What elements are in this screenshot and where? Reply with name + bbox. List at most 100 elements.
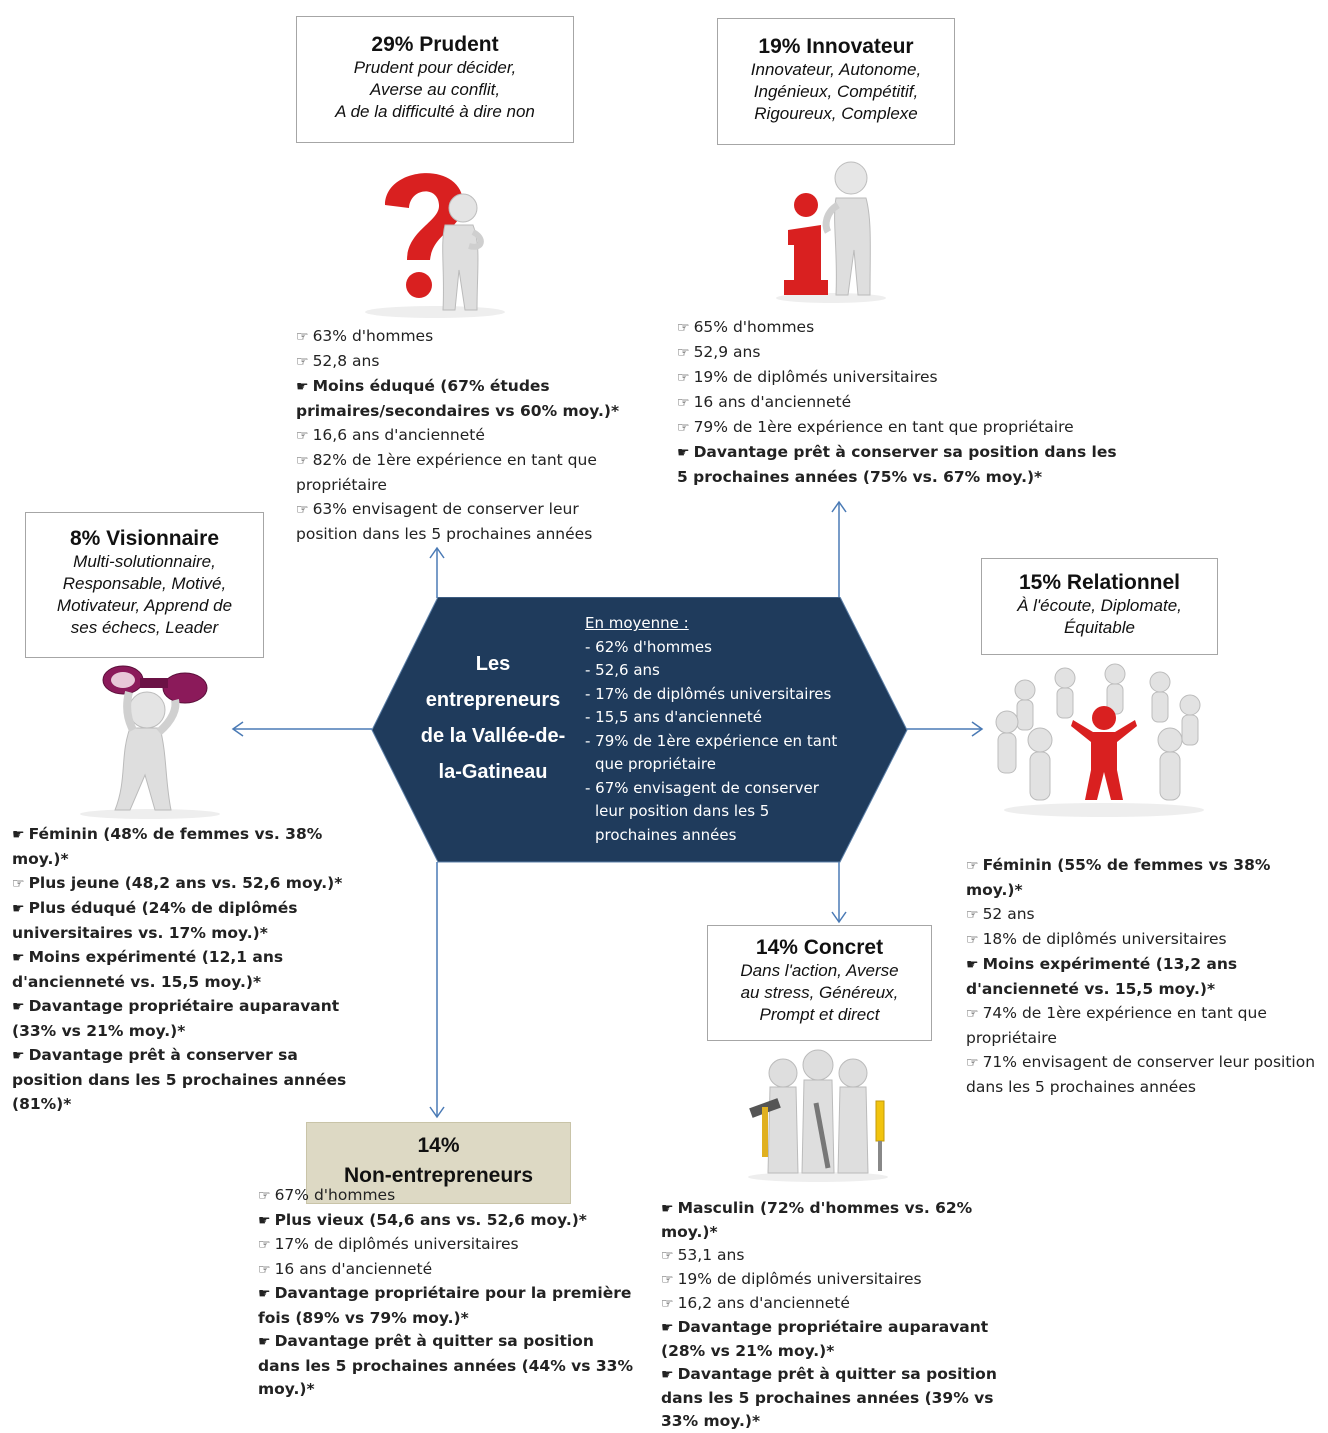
pointing-hand-icon: ☛ [12, 827, 25, 843]
pointing-hand-icon: ☛ [12, 901, 25, 917]
center-title-line: Les [475, 653, 511, 675]
center-average-line: - 67% envisagent de conserver [585, 778, 819, 797]
prudent-subtitle-line: Prudent pour décider, [353, 58, 517, 77]
innovateur-subtitle-line: Innovateur, Autonome, [750, 60, 922, 79]
list-item: ☞65% d'hommes [677, 318, 815, 336]
pointing-hand-icon: ☞ [661, 1296, 674, 1312]
pointing-hand-icon: ☞ [258, 1188, 271, 1204]
concret-list: ☛Masculin (72% d'hommes vs. 62% moy.)* ☞… [661, 1197, 1031, 1433]
list-item: ☛Davantage prêt à quitter sa position da… [661, 1365, 997, 1430]
relationnel-list: ☞Féminin (55% de femmes vs 38% moy.)* ☞5… [966, 853, 1326, 1099]
center-average-heading: En moyenne : [585, 614, 689, 632]
innovateur-list: ☞65% d'hommes ☞52,9 ans ☞19% de diplômés… [677, 315, 1117, 489]
concret-subtitle-line: Prompt et direct [759, 1005, 880, 1024]
visionnaire-box: 8% Visionnaire Multi-solutionnaire, Resp… [25, 512, 264, 658]
pointing-hand-icon: ☛ [296, 379, 309, 395]
relationnel-title: 15% Relationnel [1018, 571, 1181, 594]
list-item: ☛Moins expérimenté (12,1 ans d'anciennet… [12, 948, 284, 991]
list-item: ☞67% d'hommes [258, 1186, 396, 1204]
concret-box: 14% Concret Dans l'action, Averse au str… [707, 925, 932, 1041]
list-item: ☛Davantage propriétaire auparavant (28% … [661, 1318, 989, 1360]
center-title: Les entrepreneurs de la Vallée-de- la-Ga… [398, 646, 588, 790]
relationnel-box: 15% Relationnel À l'écoute, Diplomate, É… [981, 558, 1218, 655]
pointing-hand-icon: ☞ [296, 453, 309, 469]
pointing-hand-icon: ☛ [258, 1334, 271, 1350]
list-item: ☛Davantage prêt à conserver sa position … [677, 443, 1117, 486]
pointing-hand-icon: ☛ [12, 950, 25, 966]
info-figure-icon [776, 161, 886, 303]
pointing-hand-icon: ☞ [966, 858, 979, 874]
pointing-hand-icon: ☞ [677, 345, 690, 361]
visionnaire-subtitle-line: ses échecs, Leader [70, 618, 219, 637]
list-item: ☛Davantage prêt à quitter sa position da… [258, 1332, 633, 1398]
innovateur-title: 19% Innovateur [758, 35, 914, 58]
connector-arrows [231, 500, 984, 1119]
list-item: ☞18% de diplômés universitaires [966, 930, 1227, 948]
list-item: ☞53,1 ans [661, 1246, 745, 1264]
center-title-line: la-Gatineau [438, 761, 548, 783]
list-item: ☛Davantage propriétaire pour la première… [258, 1284, 632, 1327]
center-average-line: - 79% de 1ère expérience en tant [585, 731, 838, 750]
non-entrepreneurs-title-line: Non-entrepreneurs [343, 1164, 534, 1187]
prudent-box: 29% Prudent Prudent pour décider, Averse… [296, 16, 574, 143]
list-item: ☞16 ans d'ancienneté [258, 1259, 433, 1278]
non-entrepreneurs-list: ☞67% d'hommes ☛Plus vieux (54,6 ans vs. … [258, 1184, 638, 1402]
center-average-line: - 15,5 ans d'ancienneté [585, 708, 762, 726]
list-item: ☞52,9 ans [677, 343, 761, 361]
pointing-hand-icon: ☞ [296, 428, 309, 444]
list-item: ☛Moins éduqué (67% études primaires/seco… [296, 377, 620, 420]
pointing-hand-icon: ☞ [661, 1248, 674, 1264]
pointing-hand-icon: ☞ [661, 1272, 674, 1288]
list-item: ☞17% de diplômés universitaires [258, 1235, 519, 1253]
relationnel-subtitle-line: Équitable [1064, 618, 1135, 637]
list-item: ☞82% de 1ère expérience en tant que prop… [296, 451, 597, 494]
pointing-hand-icon: ☞ [966, 907, 979, 923]
center-average-line: - 62% d'hommes [585, 637, 712, 656]
prudent-title: 29% Prudent [371, 33, 499, 56]
list-item: ☞63% d'hommes [296, 327, 434, 345]
relationnel-subtitle-line: À l'écoute, Diplomate, [1017, 596, 1182, 615]
prudent-list: ☞63% d'hommes ☞52,8 ans ☛Moins éduqué (6… [296, 324, 626, 546]
list-item: ☞71% envisagent de conserver leur positi… [966, 1053, 1316, 1096]
center-average-line: - 17% de diplômés universitaires [585, 684, 832, 703]
list-item: ☞52,8 ans [296, 352, 380, 370]
list-item: ☞19% de diplômés universitaires [661, 1270, 922, 1288]
visionnaire-title: 8% Visionnaire [69, 527, 219, 550]
pointing-hand-icon: ☞ [296, 354, 309, 370]
list-item: ☞16 ans d'ancienneté [677, 393, 852, 411]
prudent-subtitle-line: Averse au conflit, [369, 80, 501, 99]
list-item: ☞Féminin (55% de femmes vs 38% moy.)* [966, 856, 1271, 899]
innovateur-subtitle-line: Rigoureux, Complexe [754, 104, 918, 123]
visionnaire-subtitle-line: Responsable, Motivé, [62, 574, 227, 593]
concret-title: 14% Concret [755, 936, 884, 959]
pointing-hand-icon: ☞ [296, 329, 309, 345]
prudent-subtitle-line: A de la difficulté à dire non [335, 102, 535, 121]
innovateur-box: 19% Innovateur Innovateur, Autonome, Ing… [717, 18, 955, 145]
list-item: ☞16,2 ans d'ancienneté [661, 1294, 850, 1312]
pointing-hand-icon: ☞ [12, 876, 25, 892]
pointing-hand-icon: ☞ [966, 1055, 979, 1071]
list-item: ☛Plus vieux (54,6 ans vs. 52,6 moy.)* [258, 1210, 587, 1229]
pointing-hand-icon: ☛ [677, 445, 690, 461]
tools-group-figure-icon [748, 1049, 888, 1182]
pointing-hand-icon: ☛ [258, 1286, 271, 1302]
pointing-hand-icon: ☞ [677, 395, 690, 411]
pointing-hand-icon: ☛ [661, 1201, 674, 1217]
pointing-hand-icon: ☛ [12, 1048, 25, 1064]
pointing-hand-icon: ☞ [677, 370, 690, 386]
list-item: ☛Féminin (48% de femmes vs. 38% moy.)* [12, 825, 323, 868]
pointing-hand-icon: ☞ [966, 1006, 979, 1022]
list-item: ☛Plus éduqué (24% de diplômés universita… [12, 899, 298, 942]
visionnaire-subtitle-line: Motivateur, Apprend de [56, 596, 233, 615]
list-item: ☛Moins expérimenté (13,2 ans d'anciennet… [966, 955, 1238, 998]
pointing-hand-icon: ☞ [677, 420, 690, 436]
center-hexagon [371, 597, 908, 863]
list-item: ☛Masculin (72% d'hommes vs. 62% moy.)* [661, 1199, 973, 1241]
concret-subtitle-line: au stress, Généreux, [740, 983, 899, 1002]
center-title-line: de la Vallée-de- [420, 725, 566, 747]
list-item: ☞52 ans [966, 905, 1035, 923]
binoculars-figure-icon [80, 665, 220, 819]
list-item: ☞Plus jeune (48,2 ans vs. 52,6 moy.)* [12, 874, 343, 892]
list-item: ☞19% de diplômés universitaires [677, 368, 938, 386]
pointing-hand-icon: ☛ [661, 1320, 674, 1336]
